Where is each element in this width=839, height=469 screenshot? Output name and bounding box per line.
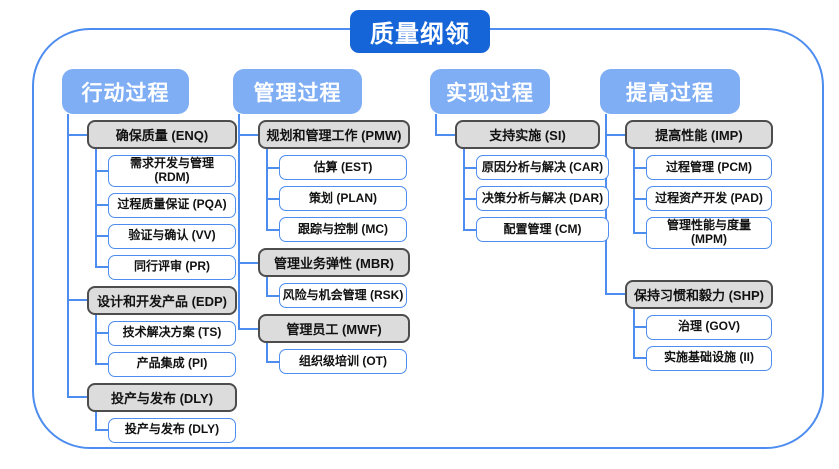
connector-line — [463, 149, 465, 230]
connector-line — [463, 166, 476, 169]
process-area-node: 管理员工 (MWF) — [258, 314, 410, 343]
process-area-node: 设计和开发产品 (EDP) — [87, 285, 237, 315]
column-header: 管理过程 — [233, 69, 362, 114]
connector-line — [95, 363, 108, 366]
connector-line — [238, 327, 258, 330]
connector-line — [605, 133, 625, 136]
connector-line — [95, 149, 97, 268]
practice-node: 同行评审 (PR) — [108, 254, 236, 280]
connector-line — [266, 360, 279, 363]
process-column: 管理过程规划和管理工作 (PMW) 估算 (EST) 策划 (PLAN) 跟踪与控制 … — [233, 69, 410, 374]
connector-line — [238, 114, 240, 329]
practice-node: 决策分析与解决 (DAR) — [476, 186, 609, 211]
connector-line — [633, 308, 635, 359]
connector-line — [95, 429, 108, 432]
connector-line — [238, 133, 258, 136]
process-column: 提高过程提高性能 (IMP) 过程管理 (PCM) 过程资产开发 (PAD) 管理性能… — [600, 69, 773, 371]
practice-node: 原因分析与解决 (CAR) — [476, 155, 609, 180]
connector-line — [633, 166, 646, 169]
connector-line — [633, 231, 646, 234]
practice-node: 需求开发与管理 (RDM) — [108, 155, 236, 187]
column-header: 实现过程 — [430, 69, 550, 114]
connector-line — [435, 133, 455, 136]
connector-line — [67, 299, 87, 302]
practice-node: 策划 (PLAN) — [279, 186, 407, 211]
connector-line — [266, 149, 268, 230]
connector-line — [67, 396, 87, 399]
connector-line — [266, 197, 279, 200]
practice-node: 投产与发布 (DLY) — [108, 417, 236, 443]
process-area-node: 支持实施 (SI) — [455, 120, 600, 149]
process-area-node: 投产与发布 (DLY) — [87, 382, 237, 412]
connector-line — [266, 166, 279, 169]
connector-line — [633, 197, 646, 200]
connector-line — [67, 114, 69, 398]
process-column: 行动过程确保质量 (ENQ) 需求开发与管理 (RDM) 过程质量保证 (PQA) 验… — [62, 69, 237, 443]
connector-line — [463, 197, 476, 200]
practice-node: 组织级培训 (OT) — [279, 349, 407, 374]
practice-node: 产品集成 (PI) — [108, 351, 236, 377]
connector-line — [95, 266, 108, 269]
practice-node: 跟踪与控制 (MC) — [279, 217, 407, 242]
practice-node: 配置管理 (CM) — [476, 217, 609, 242]
connector-line — [95, 204, 108, 207]
process-area-node: 管理业务弹性 (MBR) — [258, 248, 410, 277]
connector-line — [238, 261, 258, 264]
diagram-title: 质量纲领 — [350, 10, 490, 53]
practice-node: 估算 (EST) — [279, 155, 407, 180]
practice-node: 风险与机会管理 (RSK) — [279, 283, 407, 308]
practice-node: 治理 (GOV) — [646, 314, 772, 340]
practice-node: 过程质量保证 (PQA) — [108, 192, 236, 218]
column-header: 行动过程 — [62, 69, 189, 114]
connector-line — [463, 228, 476, 231]
connector-line — [67, 133, 87, 136]
process-area-node: 提高性能 (IMP) — [625, 120, 773, 149]
process-area-node: 保持习惯和毅力 (SHP) — [625, 279, 773, 309]
connector-line — [95, 314, 97, 365]
connector-line — [435, 114, 437, 135]
practice-node: 实施基础设施 (II) — [646, 345, 772, 371]
connector-line — [95, 411, 97, 431]
process-column: 实现过程支持实施 (SI) 原因分析与解决 (CAR) 决策分析与解决 (DAR) 配… — [430, 69, 609, 242]
connector-line — [95, 332, 108, 335]
connector-line — [266, 343, 268, 362]
connector-line — [266, 294, 279, 297]
process-area-node: 确保质量 (ENQ) — [87, 120, 237, 149]
practice-node: 过程管理 (PCM) — [646, 155, 772, 180]
practice-node: 管理性能与度量 (MPM) — [646, 217, 772, 249]
connector-line — [633, 149, 635, 233]
connector-line — [633, 326, 646, 329]
process-area-node: 规划和管理工作 (PMW) — [258, 120, 410, 149]
practice-node: 验证与确认 (VV) — [108, 223, 236, 249]
connector-line — [605, 293, 625, 296]
connector-line — [95, 169, 108, 172]
practice-node: 技术解决方案 (TS) — [108, 320, 236, 346]
practice-node: 过程资产开发 (PAD) — [646, 186, 772, 211]
connector-line — [633, 357, 646, 360]
connector-line — [266, 277, 268, 296]
connector-line — [95, 235, 108, 238]
column-header: 提高过程 — [600, 69, 740, 114]
connector-line — [266, 228, 279, 231]
